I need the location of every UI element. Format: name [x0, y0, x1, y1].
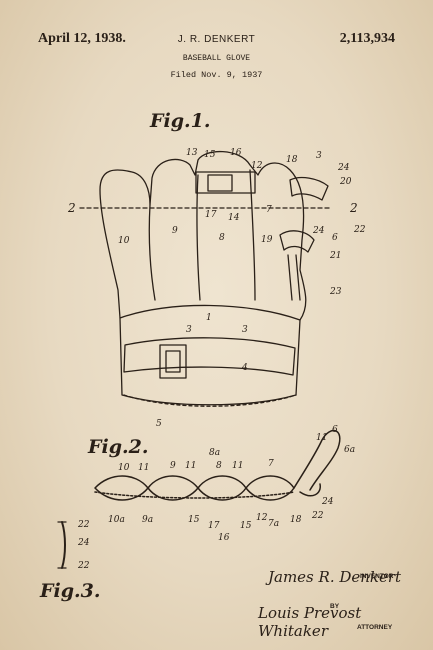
finger-strap [195, 171, 256, 194]
thumb-lace [287, 254, 301, 301]
fig3-label: 22 [77, 561, 90, 571]
filed-date: Filed Nov. 9, 1937 [170, 70, 263, 80]
fig2-label: 22 [311, 511, 324, 521]
wrist-buckle [159, 344, 187, 379]
inventor-name: J. R. DENKERT [177, 34, 256, 45]
fig3-lace-edge [57, 521, 67, 569]
fig3-lace [61, 521, 66, 569]
fig2-label: 17 [208, 521, 220, 531]
fig2-label: 8a [209, 448, 220, 458]
finger-seam-3 [249, 169, 256, 301]
figure-3-label: Fig.3. [40, 580, 101, 602]
fig2-label: 16 [218, 533, 230, 543]
attorney-signature: Louis Prevost Whitaker [258, 604, 362, 640]
fig2-label: 6a [344, 445, 355, 455]
fig2-label: 6 [332, 425, 338, 435]
patent-title: BASEBALL GLOVE [182, 54, 251, 63]
fig2-label: 11 [316, 433, 327, 443]
finger-seam-1 [148, 204, 156, 301]
figure-2-label: Fig.2. [88, 436, 149, 458]
fig1-label: 16 [230, 148, 242, 158]
fig1-label: 20 [339, 177, 352, 187]
glove-outline [99, 150, 307, 321]
fig1-label: 15 [204, 150, 216, 160]
thumb-piece [289, 176, 329, 201]
by-caption: BY [330, 603, 340, 610]
fig2-label: 7 [268, 459, 274, 469]
fig1-label: 3 [186, 325, 192, 335]
fig2-section [94, 429, 341, 501]
fig2-label: 7a [268, 519, 279, 529]
fig2-label: 15 [240, 521, 252, 531]
inventor-signature: James R. Denkert [268, 568, 402, 586]
fig1-label: 3 [316, 151, 322, 161]
fig2-label: 11 [232, 461, 243, 471]
fig2-label: 9 [170, 461, 176, 471]
wrist-buckle-inner [165, 350, 181, 373]
fig1-label: 17 [205, 210, 217, 220]
strap-buckle [207, 174, 233, 192]
fig2-label: 24 [321, 497, 334, 507]
wrist-lacing [123, 394, 297, 407]
wrist-band-inner [123, 337, 296, 376]
fig2-label: 10a [108, 515, 125, 525]
fig1-label: 2 [349, 201, 358, 215]
fig1-label: 10 [118, 236, 130, 246]
fig1-label: 24 [312, 226, 325, 236]
fig1-label: 1 [206, 313, 212, 323]
fig1-label: 6 [332, 233, 338, 243]
fig2-label: 11 [138, 463, 149, 473]
inventor-caption: INVENTOR [360, 573, 394, 580]
fig1-label: 3 [242, 325, 248, 335]
fig2-label: 11 [185, 461, 196, 471]
fig1-label: 8 [219, 233, 225, 243]
fig1-label: 4 [241, 363, 248, 373]
fig2-label: 9a [142, 515, 153, 525]
fig2-label: 18 [290, 515, 302, 525]
attorney-caption: ATTORNEY [357, 624, 393, 631]
fig2-label: 8 [216, 461, 222, 471]
fig1-label: 9 [172, 226, 178, 236]
patent-number: 2,113,934 [339, 31, 395, 46]
fig1-label: 22 [353, 225, 366, 235]
fig1-label: 7 [266, 205, 272, 215]
fig1-label: 12 [251, 161, 263, 171]
fig1-label: 13 [186, 148, 198, 158]
fig1-label: 2 [67, 201, 76, 215]
fig2-label: 15 [188, 515, 200, 525]
fig1-label: 24 [337, 163, 350, 173]
finger-seam-2 [196, 174, 201, 301]
fig1-label: 19 [261, 235, 273, 245]
fig1-label: 23 [329, 287, 342, 297]
fig1-label: 14 [228, 213, 240, 223]
fig1-label: 5 [156, 419, 162, 429]
fig2-label: 12 [256, 513, 268, 523]
fig1-label: 18 [286, 155, 298, 165]
thumb-clip [279, 230, 315, 253]
fig3-label: 24 [77, 538, 90, 548]
patent-date: April 12, 1938. [38, 31, 126, 46]
fig2-label: 10 [118, 463, 130, 473]
figure-1-label: Fig.1. [150, 110, 211, 132]
fig1-label: 21 [329, 251, 341, 261]
fig3-label: 22 [77, 520, 90, 530]
